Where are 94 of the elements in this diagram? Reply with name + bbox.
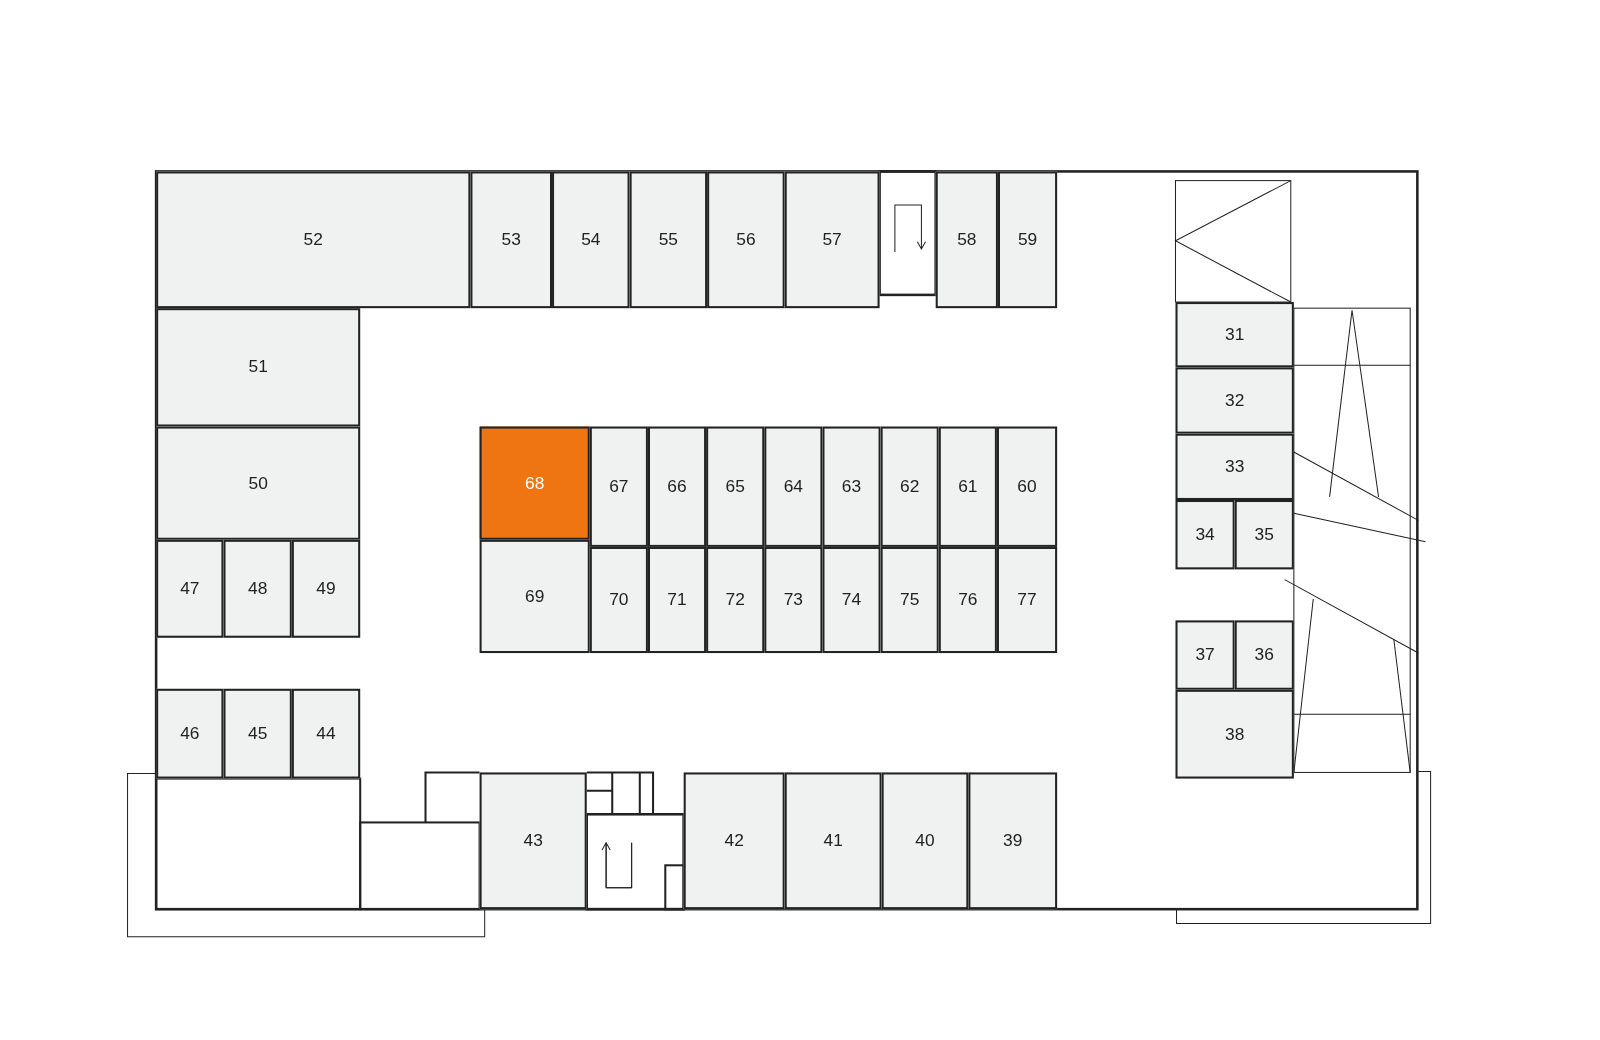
storage-unit bbox=[880, 426, 939, 547]
storage-unit bbox=[223, 688, 292, 779]
unit-number: 58 bbox=[957, 229, 977, 250]
storage-unit bbox=[1175, 620, 1235, 690]
unit-number: 46 bbox=[180, 723, 200, 744]
storage-unit bbox=[1175, 302, 1294, 368]
unit-number: 74 bbox=[841, 589, 862, 611]
unit-number: 53 bbox=[501, 229, 521, 250]
storage-unit bbox=[479, 772, 587, 910]
unit-number: 62 bbox=[900, 476, 920, 497]
storage-unit bbox=[156, 308, 361, 427]
unit-number: 54 bbox=[581, 229, 601, 250]
unit-number: 31 bbox=[1225, 324, 1245, 345]
unit-number: 64 bbox=[783, 476, 803, 497]
storage-unit bbox=[647, 546, 707, 654]
unit-number: 35 bbox=[1254, 524, 1274, 545]
unit-number: 47 bbox=[180, 578, 200, 599]
storage-unit bbox=[156, 426, 361, 540]
unit-number: 77 bbox=[1017, 589, 1037, 611]
storage-unit bbox=[1234, 500, 1294, 570]
unit-number: 55 bbox=[658, 229, 678, 250]
storage-unit bbox=[629, 171, 708, 309]
storage-unit bbox=[552, 171, 630, 309]
unit-number: 44 bbox=[316, 723, 336, 744]
unit-number: 69 bbox=[525, 586, 545, 607]
storage-unit bbox=[764, 426, 823, 547]
storage-unit bbox=[881, 772, 969, 910]
storage-unit bbox=[764, 546, 823, 654]
unit-number: 51 bbox=[248, 357, 268, 378]
unit-number: 40 bbox=[915, 830, 935, 851]
storage-unit bbox=[470, 171, 553, 309]
storage-unit bbox=[784, 171, 880, 309]
unit-number: 67 bbox=[609, 476, 629, 497]
unit-number: 36 bbox=[1254, 644, 1274, 666]
storage-unit bbox=[822, 546, 881, 654]
storage-unit bbox=[223, 539, 292, 638]
storage-unit bbox=[479, 539, 590, 654]
storage-unit bbox=[1175, 367, 1294, 434]
storage-unit bbox=[291, 688, 361, 779]
unit-number: 71 bbox=[667, 589, 687, 611]
storage-unit bbox=[938, 426, 997, 547]
storage-unit bbox=[707, 171, 785, 309]
storage-unit bbox=[1175, 433, 1294, 500]
unit-number: 70 bbox=[609, 589, 629, 611]
unit-number: 32 bbox=[1225, 390, 1245, 411]
storage-unit bbox=[479, 426, 590, 540]
unit-number: 68 bbox=[525, 472, 545, 494]
unit-number: 76 bbox=[958, 589, 978, 611]
unit-number: 73 bbox=[783, 589, 803, 611]
unit-number: 49 bbox=[316, 578, 336, 599]
storage-unit bbox=[935, 171, 998, 309]
unit-number: 66 bbox=[667, 476, 687, 497]
storage-unit bbox=[996, 546, 1058, 654]
storage-unit bbox=[589, 546, 648, 654]
storage-unit bbox=[647, 426, 707, 547]
unit-number: 52 bbox=[303, 229, 323, 250]
unit-number: 41 bbox=[823, 830, 843, 851]
unit-number: 59 bbox=[1017, 229, 1038, 250]
unit-number: 75 bbox=[900, 589, 920, 611]
unit-number: 48 bbox=[248, 578, 268, 599]
storage-unit bbox=[683, 772, 785, 910]
unit-number: 56 bbox=[736, 229, 756, 250]
storage-unit bbox=[997, 171, 1058, 309]
storage-unit bbox=[156, 688, 224, 779]
storage-unit bbox=[156, 539, 224, 638]
storage-unit bbox=[1175, 689, 1294, 779]
storage-unit bbox=[156, 171, 471, 309]
unit-number: 60 bbox=[1017, 476, 1037, 497]
unit-number: 72 bbox=[725, 589, 745, 611]
unit-number: 37 bbox=[1195, 644, 1215, 666]
unit-number: 38 bbox=[1225, 723, 1245, 745]
unit-number: 34 bbox=[1195, 524, 1215, 545]
storage-unit bbox=[1175, 500, 1235, 570]
storage-unit bbox=[822, 426, 881, 547]
storage-unit bbox=[589, 426, 648, 547]
unit-number: 65 bbox=[725, 476, 745, 497]
storage-unit bbox=[706, 546, 765, 654]
storage-unit bbox=[938, 546, 997, 654]
unit-number: 45 bbox=[248, 723, 268, 744]
storage-unit bbox=[1234, 620, 1294, 690]
storage-unit bbox=[706, 426, 765, 547]
storage-unit bbox=[291, 539, 361, 638]
unit-number: 39 bbox=[1003, 830, 1023, 851]
unit-number: 61 bbox=[958, 476, 978, 497]
storage-unit bbox=[996, 426, 1058, 547]
unit-number: 43 bbox=[523, 830, 543, 851]
unit-number: 33 bbox=[1225, 456, 1245, 478]
unit-number: 50 bbox=[248, 472, 268, 494]
unit-number: 63 bbox=[841, 476, 862, 497]
storage-unit bbox=[784, 772, 882, 910]
unit-number: 42 bbox=[724, 830, 744, 851]
unit-number: 57 bbox=[822, 229, 842, 250]
storage-unit bbox=[880, 546, 939, 654]
storage-unit bbox=[968, 772, 1058, 910]
